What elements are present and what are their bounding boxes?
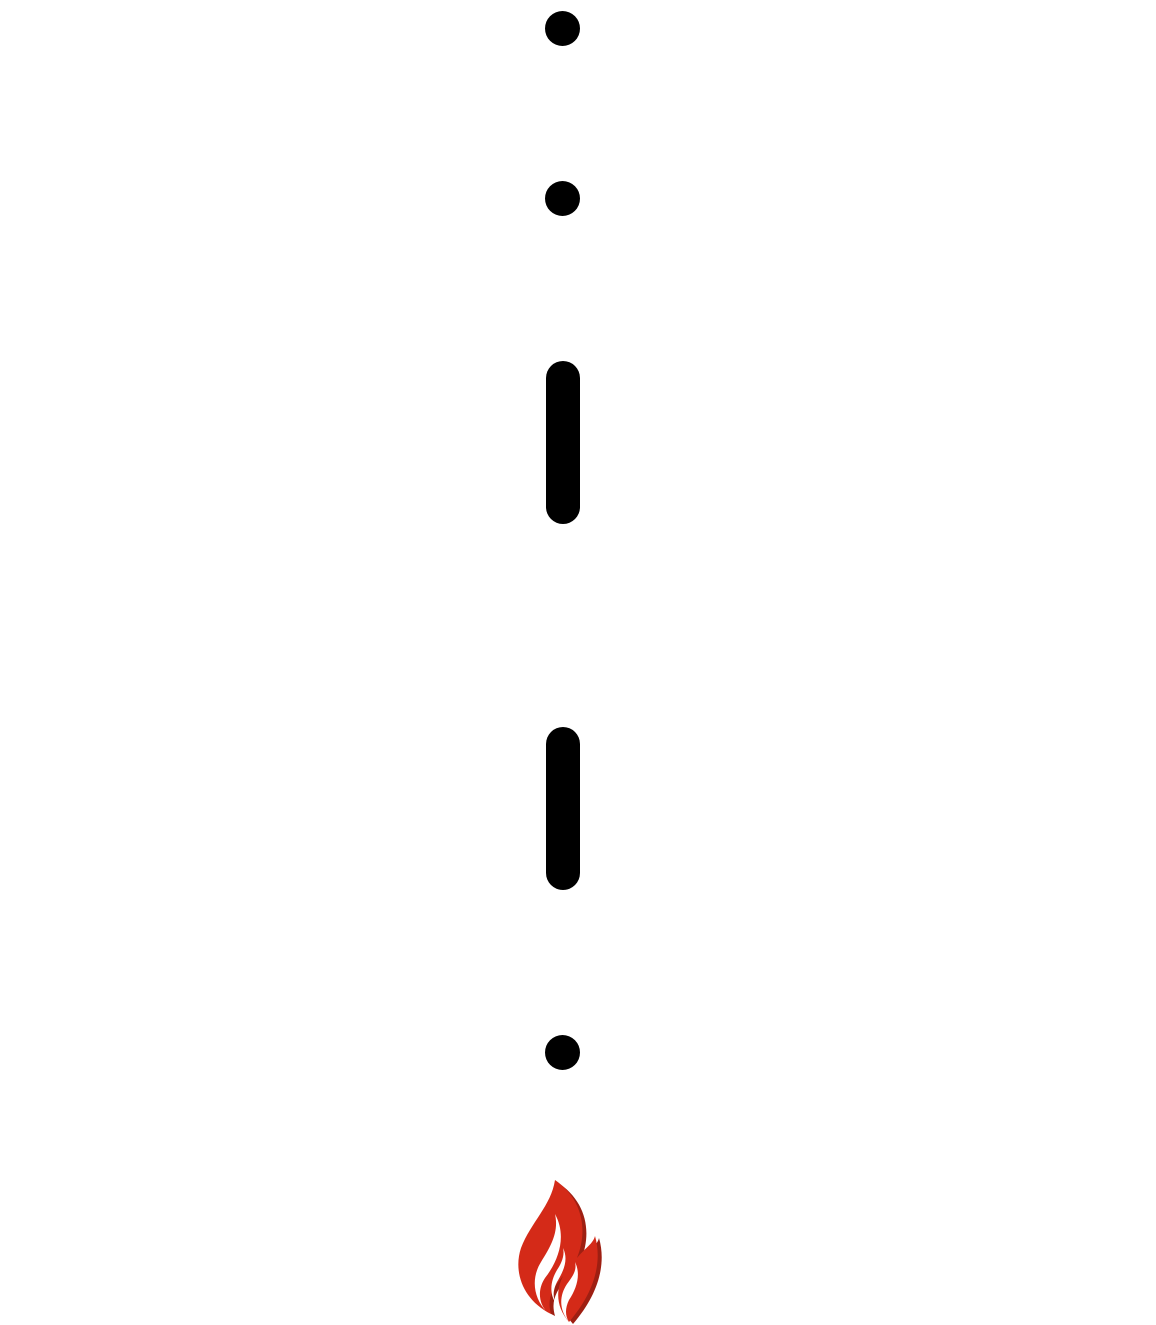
morse-dot-1 xyxy=(545,11,580,46)
morse-dash-2 xyxy=(546,727,580,890)
morse-dot-2 xyxy=(545,181,580,216)
flame-cut-right xyxy=(561,1262,578,1322)
flame-icon xyxy=(518,1180,602,1324)
morse-dash-1 xyxy=(546,361,580,524)
morse-dot-3 xyxy=(545,1035,580,1070)
flame-cut-mid xyxy=(551,1248,566,1302)
flame-cut-left xyxy=(534,1214,561,1312)
